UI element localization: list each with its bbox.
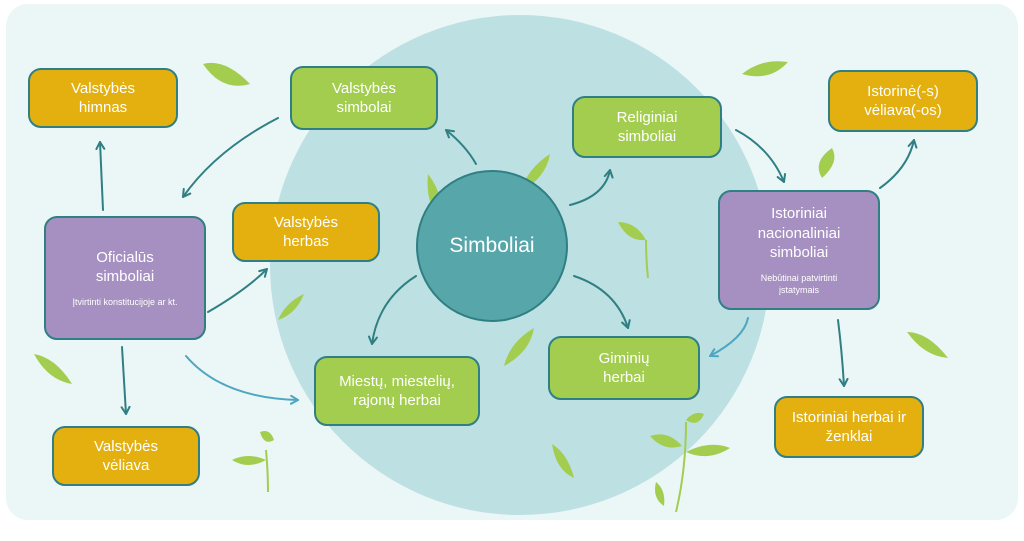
- arrow-religiniai-to-istoriniai: [735, 129, 787, 183]
- leaf-stem: [265, 449, 269, 493]
- leaf-icon: [34, 354, 72, 384]
- arrow-istoriniai-to-istoriniai-herbai: [837, 319, 849, 387]
- leaf-icon: [907, 332, 948, 358]
- arrow-oficialus-to-himnas: [95, 141, 106, 211]
- leaf-stem: [645, 239, 649, 279]
- node-note: Nebūtinai patvirtinti įstatymais: [760, 272, 838, 295]
- leaf-icon: [686, 444, 730, 457]
- node-label: Istoriniai herbai ir ženklai: [791, 408, 907, 446]
- arrow-oficialus-to-herbas: [207, 268, 268, 313]
- node-label: Istorinė(-s) vėliava(-os): [864, 82, 942, 120]
- arrow-istoriniai-to-giminiu: [709, 317, 749, 358]
- leaf-icon: [686, 412, 704, 423]
- leaf-icon: [655, 482, 665, 506]
- center-label: Simboliai: [449, 234, 535, 257]
- leaf-icon: [278, 294, 304, 320]
- node-valstybes-veliava: Valstybės vėliava: [52, 426, 200, 486]
- leaf-icon: [203, 62, 250, 86]
- leaf-icon: [504, 328, 534, 366]
- node-label: Istoriniai nacionaliniai simboliai: [757, 205, 841, 262]
- node-label: Valstybės vėliava: [94, 437, 158, 475]
- arrow-valstybes-simbolai-to-oficialus: [182, 117, 279, 198]
- arrow-center-to-miestu: [367, 275, 417, 345]
- leaf-icon: [260, 431, 274, 442]
- leaf-icon: [742, 61, 788, 77]
- node-giminiu-herbai: Giminių herbai: [548, 336, 700, 400]
- node-label: Oficialūs simboliai: [95, 248, 155, 286]
- arrow-center-to-valstybes-simbolai: [445, 129, 477, 165]
- node-note: Įtvirtinti konstitucijoje ar kt.: [72, 296, 178, 307]
- node-label: Miestų, miestelių, rajonų herbai: [339, 372, 455, 410]
- arrow-oficialus-to-miestu: [185, 355, 299, 405]
- node-istoriniai-nacionaliniai: Istoriniai nacionaliniai simboliai Nebūt…: [718, 190, 880, 310]
- node-istoriniai-herbai: Istoriniai herbai ir ženklai: [774, 396, 924, 458]
- node-label: Valstybės himnas: [71, 79, 135, 117]
- node-istorine-veliava: Istorinė(-s) vėliava(-os): [828, 70, 978, 132]
- leaf-icon: [232, 456, 266, 465]
- node-label: Valstybės simbolai: [332, 79, 396, 117]
- leaf-icon: [818, 148, 835, 178]
- arrow-oficialus-to-veliava: [120, 346, 131, 415]
- leaf-icon: [650, 434, 682, 448]
- node-miestu-herbai: Miestų, miestelių, rajonų herbai: [314, 356, 480, 426]
- arrow-center-to-giminiu: [573, 275, 631, 329]
- node-valstybes-herbas: Valstybės herbas: [232, 202, 380, 262]
- center-node-simboliai: Simboliai: [416, 170, 568, 322]
- node-label: Religiniai simboliai: [616, 108, 678, 146]
- leaf-icon: [618, 222, 646, 241]
- node-oficialus-simboliai: Oficialūs simboliai Įtvirtinti konstituc…: [44, 216, 206, 340]
- arrow-istoriniai-to-istorine-veliava: [879, 139, 918, 189]
- node-valstybes-simbolai: Valstybės simbolai: [290, 66, 438, 130]
- arrow-center-to-religiniai: [569, 169, 614, 206]
- leaf-icon: [552, 444, 574, 478]
- node-label: Giminių herbai: [598, 349, 650, 387]
- leaf-stem: [675, 421, 687, 513]
- node-label: Valstybės herbas: [274, 213, 338, 251]
- node-valstybes-himnas: Valstybės himnas: [28, 68, 178, 128]
- node-religiniai-simboliai: Religiniai simboliai: [572, 96, 722, 158]
